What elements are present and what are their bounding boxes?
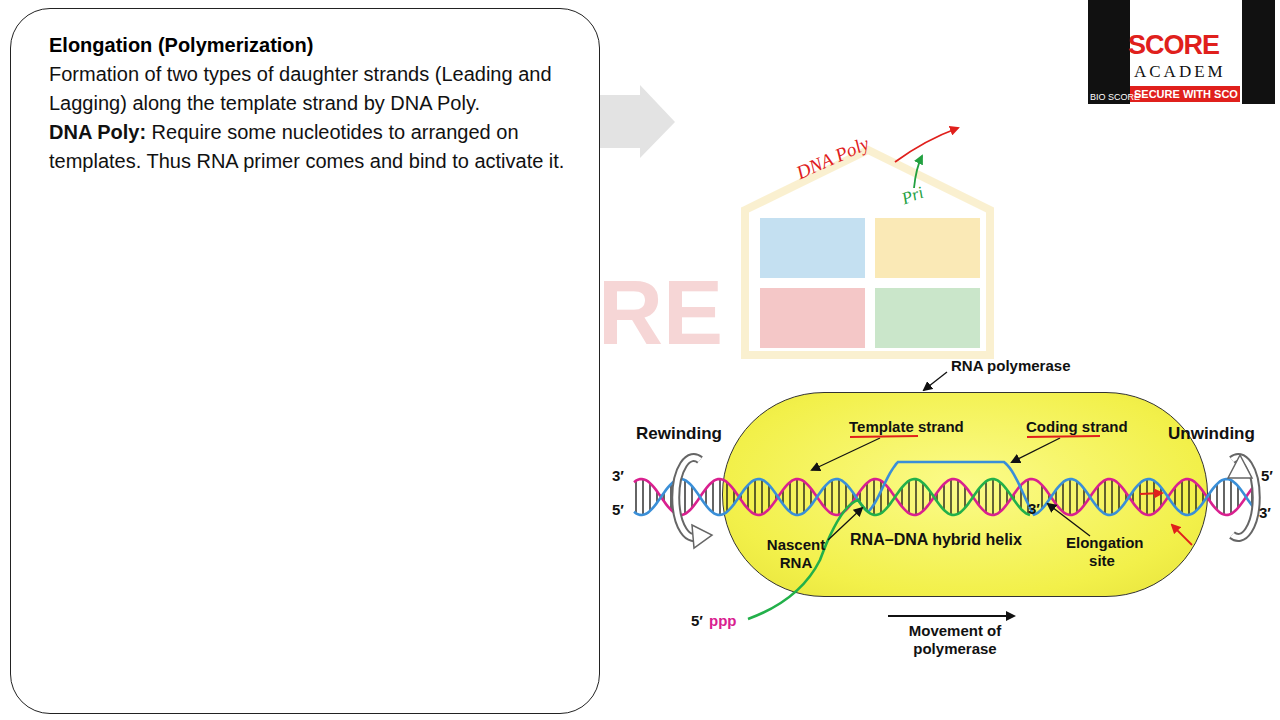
base-pair: [1069, 479, 1070, 515]
base-pair: [1146, 479, 1147, 515]
base-pair: [1139, 483, 1140, 511]
base-pair: [761, 480, 762, 515]
nascent-rna: [748, 479, 1030, 619]
base-pair: [712, 481, 713, 512]
base-pair: [831, 480, 832, 514]
base-pair: [684, 480, 685, 514]
base-pair: [1153, 481, 1154, 514]
panel-body: Formation of two types of daughter stran…: [49, 60, 569, 118]
base-pair: [1041, 485, 1042, 509]
diagram-label: 3′: [1028, 500, 1040, 517]
base-pair: [768, 485, 769, 509]
base-pair: [726, 482, 727, 512]
rewinding-arrow: [676, 458, 712, 549]
base-pair: [999, 482, 1000, 512]
base-pair: [1174, 487, 1175, 506]
base-pair: [635, 481, 636, 514]
base-pair: [901, 487, 902, 506]
panel-paragraph: DNA Poly: Require some nucleotides to ar…: [49, 118, 569, 176]
base-pair: [992, 479, 993, 515]
base-pair: [964, 486, 965, 508]
panel-term: DNA Poly:: [49, 121, 146, 143]
base-pair: [747, 485, 748, 509]
diagram-label: Movement of polymerase: [895, 622, 1015, 658]
base-pair: [1195, 483, 1196, 511]
diagram-label: 5′: [691, 612, 703, 629]
base-pair: [754, 480, 755, 515]
base-pair: [1223, 479, 1224, 514]
base-pair: [1160, 487, 1161, 506]
base-pair: [873, 479, 874, 515]
diagram-label: Coding strand: [1026, 418, 1128, 435]
base-pair: [1076, 481, 1077, 512]
logo-frame: [1088, 0, 1275, 104]
diagram-label: Nascent RNA: [760, 536, 832, 572]
logo-box: SCOREACADEM SECURE WITH SCO: [1130, 0, 1242, 104]
base-pair: [845, 484, 846, 510]
base-pair: [691, 486, 692, 508]
logo-strip: SECURE WITH SCO: [1130, 86, 1240, 102]
base-pair: [1118, 484, 1119, 510]
base-pair: [1237, 486, 1238, 508]
diagram-label: Rewinding: [636, 424, 722, 444]
diagram-label: ppp: [709, 612, 737, 629]
base-pair: [957, 480, 958, 514]
panel-heading: Elongation (Polymerization): [49, 31, 569, 60]
base-pair: [824, 486, 825, 508]
base-pair: [1097, 486, 1098, 508]
watermark-arrow: [600, 85, 675, 158]
capsule-heading: RNA polymerase: [951, 357, 1071, 374]
base-pair: [1062, 482, 1063, 512]
base-pair: [915, 479, 916, 515]
base-pair: [922, 483, 923, 511]
diagram-label: Elongation site: [1066, 534, 1138, 570]
text-panel: Elongation (Polymerization)Formation of …: [10, 8, 600, 714]
diagram-label: RNA–DNA hybrid helix: [846, 530, 1026, 550]
base-pair: [1104, 480, 1105, 514]
coding-strand: [634, 462, 1254, 515]
base-pair: [866, 483, 867, 511]
base-pair: [789, 482, 790, 512]
base-pair: [908, 481, 909, 514]
diagram-label: Pri: [899, 183, 926, 209]
base-pair: [838, 479, 839, 514]
diagram-label: Unwinding: [1168, 424, 1255, 444]
logo-word: SCORE: [1128, 30, 1219, 61]
leader-lines: [812, 372, 1090, 616]
diagram-label: Template strand: [849, 418, 964, 435]
base-pair: [803, 481, 804, 512]
base-pair: [719, 479, 720, 515]
watermark-house: [745, 150, 990, 355]
base-pair: [943, 484, 944, 510]
red-annotations: [850, 128, 1192, 545]
unwinding-arrow: [1228, 455, 1256, 538]
base-pair: [1216, 484, 1217, 510]
logo-word: ACADEM: [1134, 62, 1226, 82]
diagram-label: 5′: [612, 501, 624, 518]
diagram-label: 5′: [1261, 467, 1273, 484]
base-pair: [950, 479, 951, 514]
base-pair: [1111, 479, 1112, 514]
base-pair: [880, 481, 881, 514]
base-pair: [887, 487, 888, 506]
base-pair: [642, 479, 643, 515]
base-pair: [796, 479, 797, 515]
diagram-label: BIO SCORE: [1090, 92, 1140, 102]
diagram-label: 3′: [612, 467, 624, 484]
diagram-label: DNA Poly: [793, 132, 873, 184]
base-pair: [1188, 479, 1189, 515]
base-pair: [1181, 481, 1182, 514]
diagram-label: 3′: [1259, 504, 1271, 521]
diagram-label: RE: [598, 262, 723, 365]
base-pair: [649, 483, 650, 511]
base-pair: [1230, 480, 1231, 514]
base-pair: [985, 481, 986, 512]
